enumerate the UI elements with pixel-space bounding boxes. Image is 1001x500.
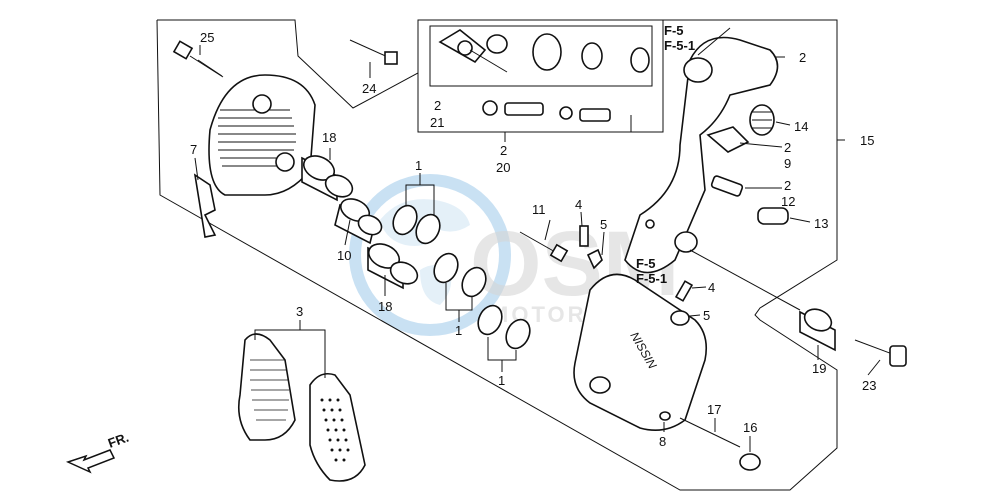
- reference-labels: F-5 F-5-1 F-5 F-5-1: [636, 23, 695, 286]
- label-7: 7: [190, 142, 197, 157]
- ref-f5-top: F-5: [664, 23, 684, 38]
- brake-pad-right: [309, 372, 366, 482]
- label-2-mid: 2: [500, 143, 507, 158]
- plug-16: [739, 453, 761, 471]
- front-direction-marker: FR.: [65, 430, 131, 474]
- brake-pad-left: [237, 333, 296, 441]
- ref-f51-top: F-5-1: [664, 38, 695, 53]
- label-1-top: 1: [415, 158, 422, 173]
- spring-9: [706, 126, 750, 153]
- ref-f5-mid: F-5: [636, 256, 656, 271]
- washer-8: [659, 411, 671, 421]
- label-21: 21: [430, 115, 444, 130]
- ref-f51-mid: F-5-1: [636, 271, 667, 286]
- label-15: 15: [860, 133, 874, 148]
- label-11: 11: [532, 202, 546, 217]
- bolt-25: [172, 40, 224, 78]
- label-12: 12: [781, 194, 795, 209]
- label-18-bottom: 18: [378, 299, 392, 314]
- label-2-arm: 2: [799, 50, 806, 65]
- label-18-top: 18: [322, 130, 336, 145]
- label-5-top: 5: [600, 217, 607, 232]
- label-25: 25: [200, 30, 214, 45]
- seal-kit-inner-box: [429, 25, 653, 87]
- label-14: 14: [794, 119, 808, 134]
- label-10: 10: [337, 248, 351, 263]
- bleeder-valve-4-bottom: [674, 280, 694, 302]
- leader-lines: [194, 27, 881, 452]
- caliper-bracket: [624, 36, 779, 274]
- watermark-globe-icon: [349, 174, 511, 336]
- pad-bracket: [208, 74, 316, 196]
- label-4-bottom: 4: [708, 280, 715, 295]
- label-24: 24: [362, 81, 376, 96]
- sleeve-18-bottom: [367, 243, 419, 290]
- label-2-twelve: 2: [784, 178, 791, 193]
- label-1-mid: 1: [455, 323, 462, 338]
- label-23: 23: [862, 378, 876, 393]
- seal-kit-parts: [438, 29, 650, 122]
- label-5-bottom: 5: [703, 308, 710, 323]
- label-16: 16: [743, 420, 757, 435]
- part-labels: 25 24 18 7 10 18 1 1 1 3 2 21 2 20 11 4 …: [190, 30, 876, 449]
- front-arrow-icon: [65, 449, 116, 474]
- bleeder-cap-5-bottom: [670, 310, 690, 326]
- sleeve-18-top: [301, 155, 354, 202]
- bolt-23: [854, 339, 907, 367]
- collar-19: [799, 308, 836, 352]
- label-2-nine: 2: [784, 140, 791, 155]
- front-label: FR.: [106, 430, 131, 451]
- bolt-13: [757, 207, 789, 225]
- label-2-kit: 2: [434, 98, 441, 113]
- pad-pin-11: [519, 231, 569, 263]
- boot-14: [749, 104, 775, 136]
- assembly-boundary: [156, 19, 838, 491]
- label-3: 3: [296, 304, 303, 319]
- label-13: 13: [814, 216, 828, 231]
- bleeder-cap-5-top: [586, 248, 603, 270]
- boot-10: [334, 198, 383, 245]
- caliper-body: NISSIN: [573, 273, 708, 431]
- pin-12: [710, 175, 744, 197]
- label-19: 19: [812, 361, 826, 376]
- piston-seals: [392, 204, 531, 350]
- label-9: 9: [784, 156, 791, 171]
- label-4-top: 4: [575, 197, 582, 212]
- bleeder-valve-4-top: [579, 225, 589, 247]
- pin-17: [679, 417, 741, 448]
- label-17: 17: [707, 402, 721, 417]
- pad-spring-7: [193, 173, 217, 238]
- label-1-bottom: 1: [498, 373, 505, 388]
- label-8: 8: [659, 434, 666, 449]
- label-20: 20: [496, 160, 510, 175]
- bolt-24: [349, 39, 398, 65]
